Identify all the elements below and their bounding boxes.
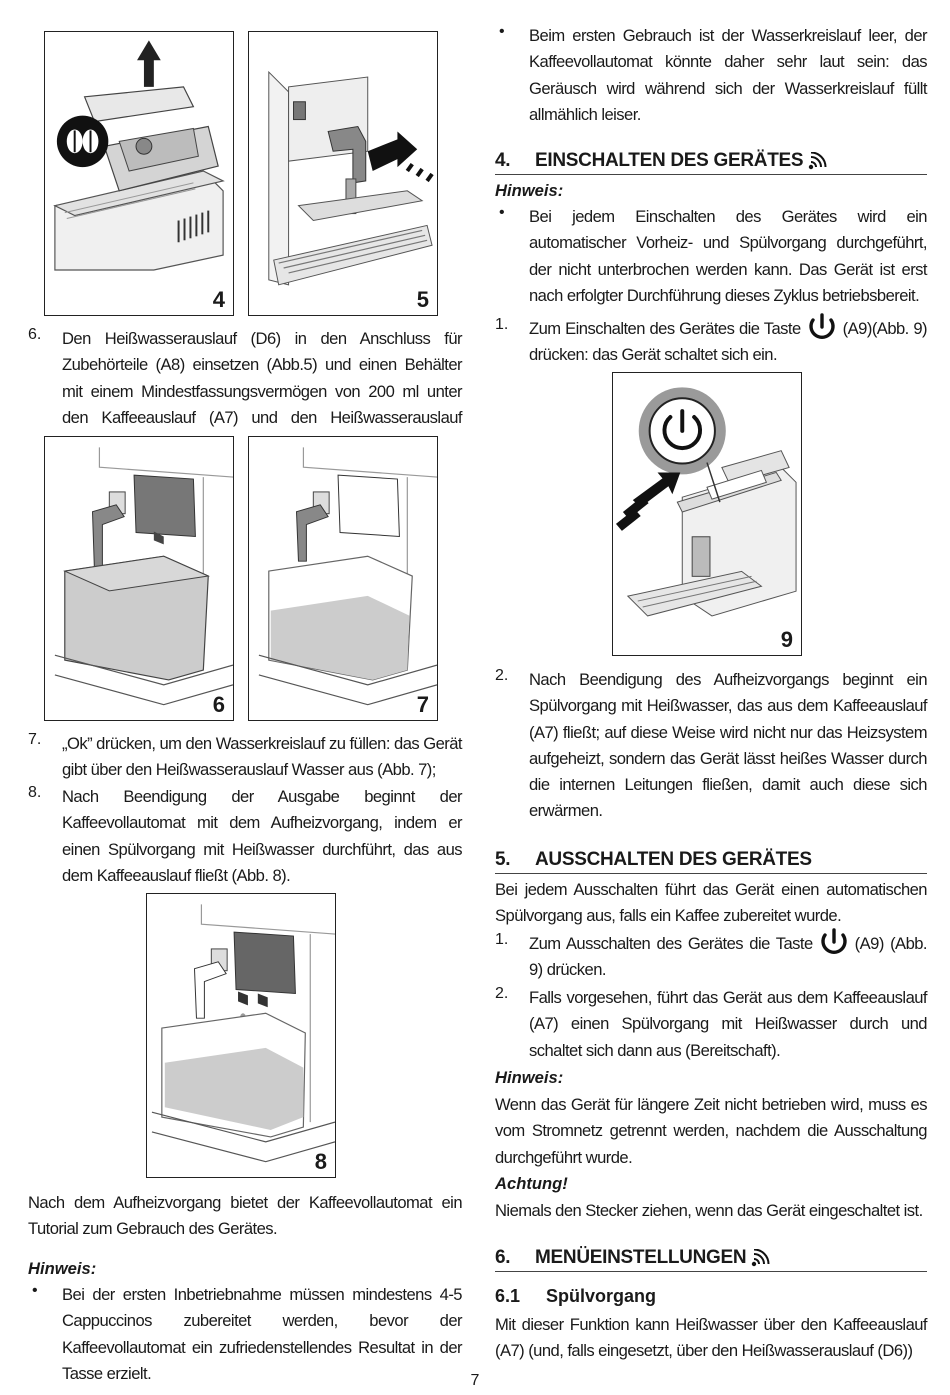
note-bullet: • Bei der ersten Inbetriebnahme müssen m… <box>28 1282 463 1387</box>
step-text-start: Zum Einschalten des Gerätes die Taste <box>529 319 801 338</box>
step-number: 8. <box>28 784 42 801</box>
bullet-text: Beim ersten Gebrauch ist der Wasserkreis… <box>529 26 928 124</box>
sec4-note-label: Hinweis: <box>495 181 564 200</box>
step-7: 7. „Ok” drücken, um den Wasserkreislauf … <box>28 731 463 784</box>
bullet-mark: • <box>499 204 505 221</box>
subsection-6-1-text: Mit dieser Funktion kann Heißwasser über… <box>495 1315 928 1361</box>
power-icon <box>809 312 835 339</box>
figure-8: 8 <box>146 893 336 1178</box>
container-under-spout-illustration <box>54 447 233 706</box>
bullet-text: Bei der ersten Inbetriebnahme müssen min… <box>62 1285 463 1383</box>
step-text: Zum Ausschalten des Gerätes die Taste (A… <box>529 927 928 984</box>
step-text-start: Zum Ausschalten des Gerätes die Taste <box>529 934 813 953</box>
coffee-spout-rinse-illustration <box>151 904 335 1163</box>
section-4-heading: 4. EINSCHALTEN DES GERÄTES <box>495 150 927 175</box>
section-number: 5. <box>495 849 511 870</box>
subsection-title: Spülvorgang <box>546 1286 657 1306</box>
section-5-heading: 5. AUSSCHALTEN DES GERÄTES <box>495 849 927 874</box>
step-text: „Ok” drücken, um den Wasserkreislauf zu … <box>62 734 463 780</box>
step-text: Zum Einschalten des Gerätes die Taste (A… <box>529 312 928 369</box>
step-number: 6. <box>28 326 42 343</box>
sec4-step-2: 2. Nach Beendigung des Aufheizvorgangs b… <box>495 667 928 825</box>
bullet-mark: • <box>32 1282 38 1299</box>
sec5-step-1: 1. Zum Ausschalten des Gerätes die Taste… <box>495 927 928 984</box>
step-number: 7. <box>28 731 42 748</box>
first-use-bullet: • Beim ersten Gebrauch ist der Wasserkre… <box>495 23 928 128</box>
sec5-intro: Bei jedem Ausschalten führt das Gerät ei… <box>495 880 928 926</box>
sec5-step-2: 2. Falls vorgesehen, führt das Gerät aus… <box>495 985 928 1064</box>
hot-water-spout-illustration <box>268 70 434 286</box>
subsection-number: 6.1 <box>495 1286 521 1306</box>
figure-number: 5 <box>416 287 429 312</box>
step-text: Nach Beendigung des Aufheizvorgangs begi… <box>529 670 928 821</box>
step-number: 1. <box>495 931 509 948</box>
step-text: Falls vorgesehen, führt das Gerät aus de… <box>529 988 928 1060</box>
bullet-mark: • <box>499 23 505 40</box>
note-label: Hinweis: <box>28 1259 97 1278</box>
figure-7: 7 <box>248 436 438 721</box>
section-title: AUSSCHALTEN DES GERÄTES <box>535 849 812 870</box>
step-8: 8. Nach Beendigung der Ausgabe beginnt d… <box>28 784 463 889</box>
step-text-end: (A9)(Abb. 9) drücken: das Gerät schaltet… <box>529 319 928 365</box>
step-text-end: (A9) (Abb. 9) drücken. <box>529 934 928 980</box>
signal-icon <box>752 1249 770 1267</box>
tutorial-paragraph: Nach dem Aufheizvorgang bietet der Kaffe… <box>28 1193 463 1239</box>
figure-6: 6 <box>44 436 234 721</box>
bean-container-illustration <box>53 40 225 271</box>
section-title: MENÜEINSTELLUNGEN <box>535 1247 747 1268</box>
section-6-heading: 6. MENÜEINSTELLUNGEN <box>495 1247 927 1272</box>
sec4-note-bullet: • Bei jedem Einschalten des Gerätes wird… <box>495 204 928 309</box>
figure-number: 9 <box>780 627 793 652</box>
sec5-note-label: Hinweis: <box>495 1068 564 1087</box>
sec4-step-1: 1. Zum Einschalten des Gerätes die Taste… <box>495 312 928 369</box>
figure-4: 4 <box>44 31 234 316</box>
figure-5: 5 <box>248 31 438 316</box>
bullet-text: Bei jedem Einschalten des Gerätes wird e… <box>529 207 928 305</box>
step-number: 2. <box>495 985 509 1002</box>
figure-number: 8 <box>314 1149 327 1174</box>
warning-text: Niemals den Stecker ziehen, wenn das Ger… <box>495 1201 923 1220</box>
step-number: 2. <box>495 667 509 684</box>
section-title: EINSCHALTEN DES GERÄTES <box>535 150 804 171</box>
power-icon <box>821 927 847 954</box>
signal-icon <box>809 152 827 170</box>
step-number: 1. <box>495 316 509 333</box>
sec5-note-text: Wenn das Gerät für längere Zeit nicht be… <box>495 1095 928 1167</box>
section-number: 6. <box>495 1247 511 1268</box>
page-number: 7 <box>470 1372 480 1389</box>
water-dispensing-illustration <box>258 447 437 706</box>
figure-9: 9 <box>612 372 802 656</box>
figure-number: 7 <box>416 692 429 717</box>
figure-number: 6 <box>212 692 225 717</box>
step-text: Nach Beendigung der Ausgabe beginnt der … <box>62 787 463 885</box>
figure-number: 4 <box>212 287 225 312</box>
section-number: 4. <box>495 150 511 171</box>
warning-label: Achtung! <box>495 1174 568 1193</box>
power-button-illustration <box>615 387 797 617</box>
subsection-6-1-heading: 6.1 Spülvorgang <box>495 1286 927 1307</box>
